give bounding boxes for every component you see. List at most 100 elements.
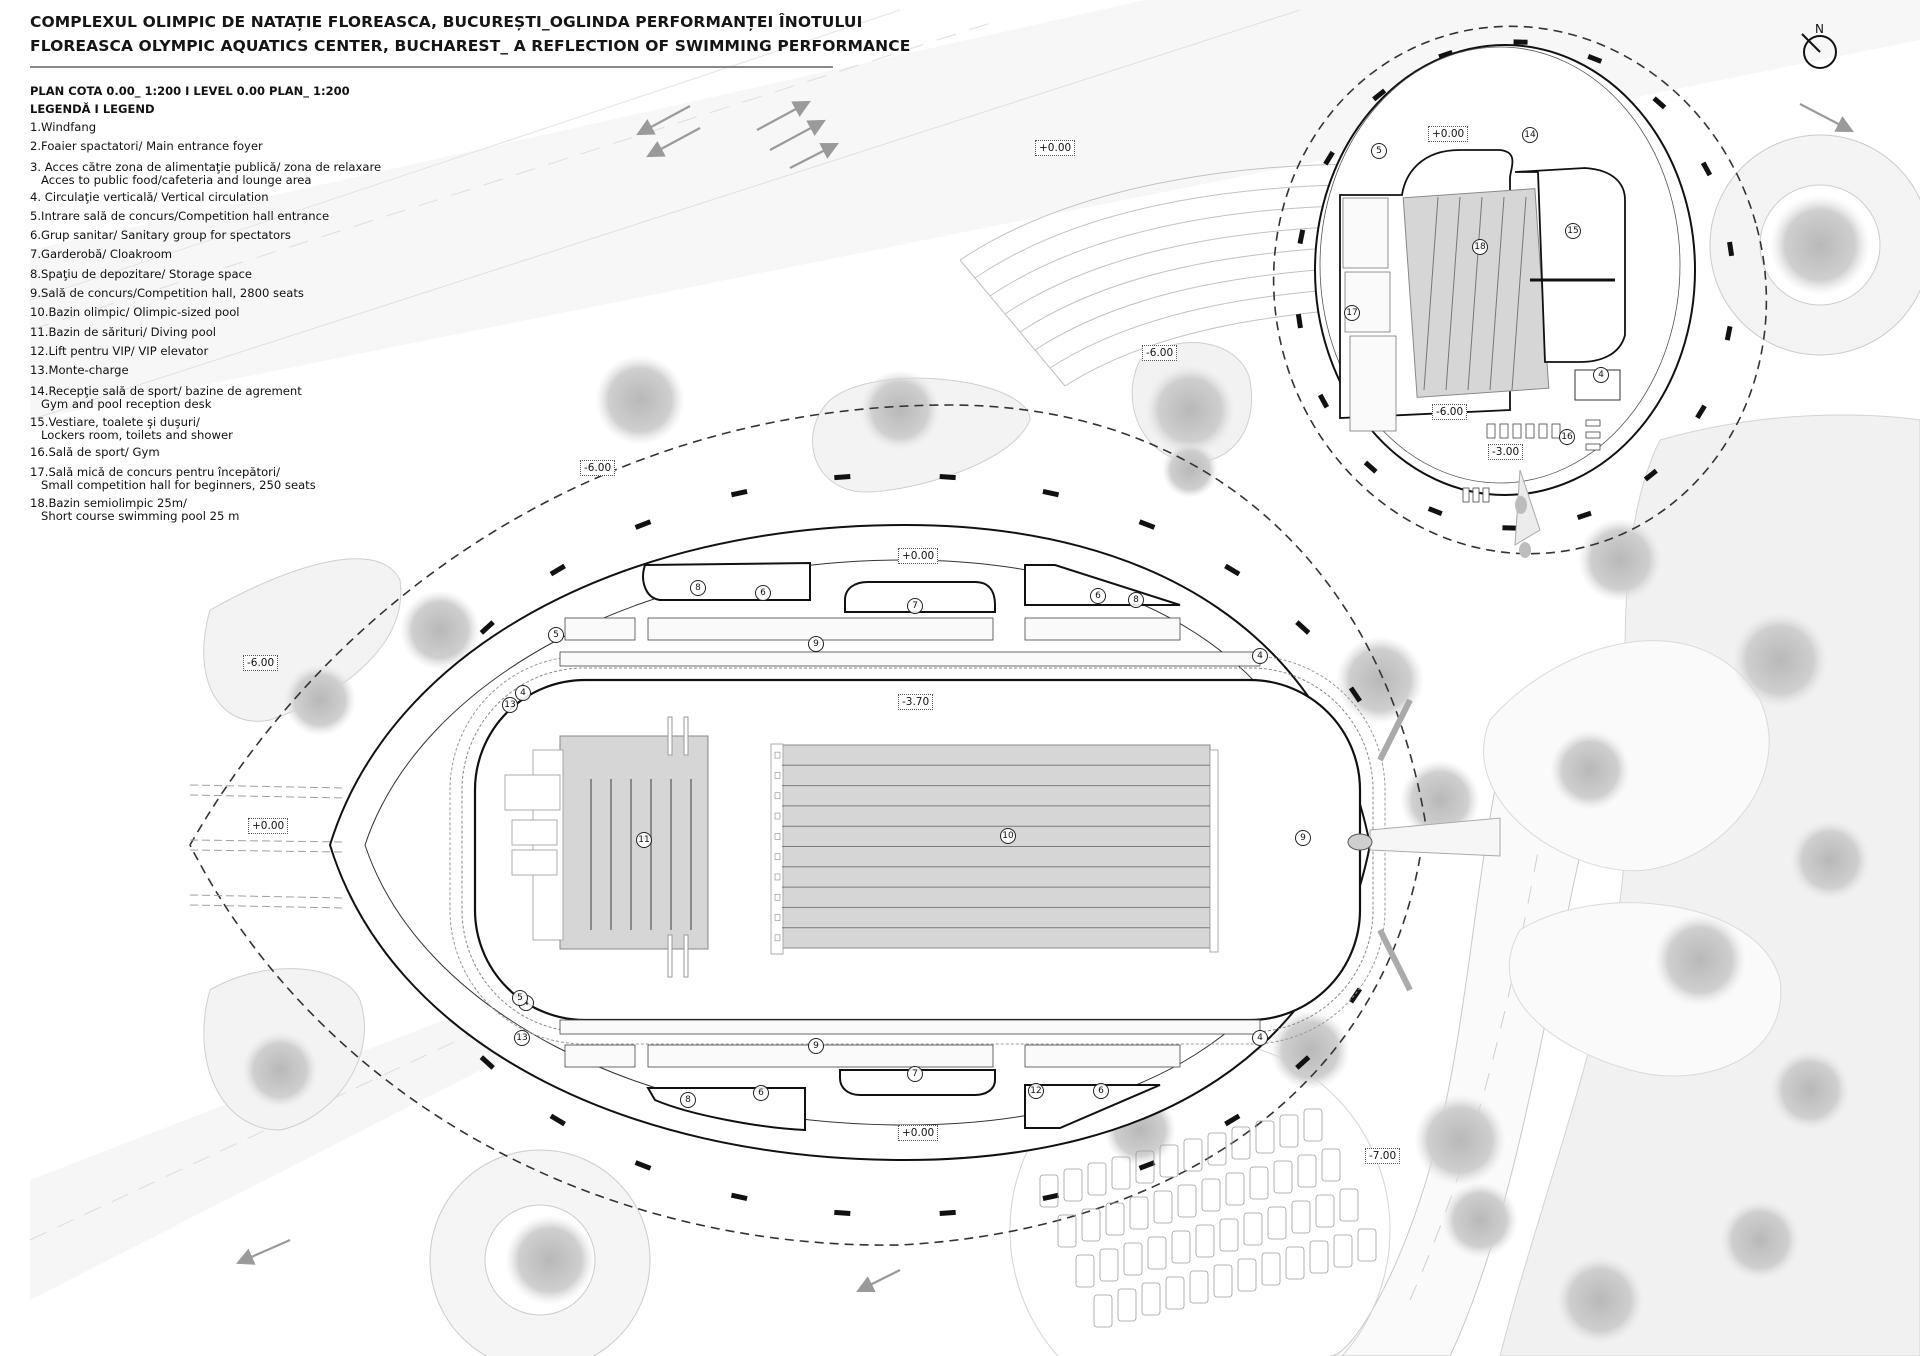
room-number-storage-sw: 8 — [680, 1092, 696, 1108]
legend-item: 18.Bazin semiolimpic 25m/Short course sw… — [30, 495, 840, 524]
gym-equipment — [1462, 419, 1601, 503]
canopy-column — [939, 1209, 956, 1217]
canopy-columns — [428, 473, 1362, 1217]
elevation-west-plaza: +0.00 — [248, 818, 289, 834]
parking-space — [1117, 1288, 1137, 1322]
parking-space — [1279, 1114, 1299, 1148]
plan-caption: PLAN COTA 0.00_ 1:200 I LEVEL 0.00 PLAN_… — [30, 84, 350, 98]
parking-space — [1333, 1234, 1353, 1268]
room-number-hall-south: 9 — [808, 1038, 824, 1054]
legend-item-text: 15.Vestiare, toalete şi duşuri/ — [30, 414, 200, 429]
parking-space — [1237, 1258, 1257, 1292]
canopy-column — [1138, 519, 1156, 530]
parking-space — [1159, 1144, 1179, 1178]
room-number-storage-ne: 8 — [1128, 592, 1144, 608]
legend-item-text: 18.Bazin semiolimpic 25m/ — [30, 495, 187, 510]
lane-lines — [774, 751, 1210, 942]
legend-item: 16.Sală de sport/ Gym — [30, 443, 840, 462]
east-bridge — [1369, 817, 1501, 857]
legend-item-text: 6.Grup sanitar/ Sanitary group for spect… — [30, 228, 291, 243]
legend-item-text: 12.Lift pentru VIP/ VIP elevator — [30, 343, 209, 358]
room-number-reception: 14 — [1522, 127, 1538, 143]
canopy-column — [1372, 88, 1387, 102]
canopy-column — [1224, 563, 1241, 577]
parking-space — [1039, 1174, 1059, 1208]
parking-space — [1261, 1252, 1281, 1286]
legend-item: 4. Circulaţie verticală/ Vertical circul… — [30, 188, 840, 207]
legend-item: 8.Spaţiu de depozitare/ Storage space — [30, 265, 840, 284]
parking-space — [1093, 1294, 1113, 1328]
seating-south — [559, 1019, 1261, 1068]
parking-space — [1309, 1240, 1329, 1274]
parking-space — [1177, 1184, 1197, 1218]
parking-space — [1183, 1138, 1203, 1172]
canopy-column — [834, 1209, 851, 1217]
starting-block — [774, 792, 781, 800]
canopy-column — [1576, 510, 1592, 520]
room-number-vertical-se: 4 — [1252, 1030, 1268, 1046]
room-number-monte-charge-sw: 13 — [514, 1030, 530, 1046]
elevation-small-pool: -6.00 — [1432, 404, 1468, 420]
block-north-cloak — [844, 581, 996, 613]
parking-space — [1315, 1194, 1335, 1228]
legend-item-subtext: Short course swimming pool 25 m — [41, 508, 240, 523]
legend-item: 12.Lift pentru VIP/ VIP elevator — [30, 342, 840, 361]
legend-item-text: 11.Bazin de sărituri/ Diving pool — [30, 324, 217, 339]
parking-space — [1087, 1162, 1107, 1196]
parking-space — [1057, 1214, 1077, 1248]
parking-space — [1063, 1168, 1083, 1202]
block-nw-sanitary — [642, 561, 811, 601]
legend-item-text: 5.Intrare sală de concurs/Competition ha… — [30, 208, 330, 223]
parking-space — [1213, 1264, 1233, 1298]
secondary-canopy-outline — [1272, 25, 1768, 555]
starting-block — [774, 873, 781, 881]
canopy-column — [1363, 460, 1378, 474]
legend-item-text: 2.Foaier spactatori/ Main entrance foyer — [30, 139, 263, 154]
canopy-column — [1652, 96, 1667, 110]
canopy-column — [730, 1192, 748, 1202]
parking-space — [1231, 1126, 1251, 1160]
elevation-road-se: -7.00 — [1365, 1148, 1401, 1164]
room-number-sanitary-nw: 6 — [755, 585, 771, 601]
parking-space — [1339, 1188, 1359, 1222]
elevation-pool-deck: -3.70 — [898, 694, 934, 710]
canopy-column — [1513, 39, 1528, 45]
room-number-hall-east: 9 — [1295, 830, 1311, 846]
starting-block — [774, 833, 781, 840]
parking-space — [1303, 1108, 1323, 1142]
legend-item-subtext: Small competition hall for beginners, 25… — [41, 477, 316, 492]
parking-space — [1165, 1276, 1185, 1310]
parking-space — [1147, 1236, 1167, 1270]
parking-space — [1171, 1230, 1191, 1264]
north-arrow-icon — [1801, 33, 1837, 69]
legend-item-text: 13.Monte-charge — [30, 363, 129, 378]
legend-item-text: 3. Acces către zona de alimentaţie publi… — [30, 159, 382, 174]
legend-item: 6.Grup sanitar/ Sanitary group for spect… — [30, 226, 840, 245]
starting-block — [774, 812, 781, 820]
starting-block — [774, 934, 781, 942]
main-aquatics-building — [189, 404, 1501, 1246]
canopy-column — [634, 1160, 652, 1171]
elevation-garden-w: -6.00 — [243, 655, 279, 671]
elevation-gym: -3.00 — [1488, 444, 1524, 460]
lane-line — [1467, 196, 1483, 391]
room-number-olympic-pool: 10 — [1000, 828, 1016, 844]
block-se-sanitary — [1024, 1084, 1161, 1129]
lockers-block — [1514, 167, 1626, 363]
starting-block — [774, 853, 781, 860]
vegetation — [203, 195, 1920, 1356]
road-southeast — [1329, 719, 1621, 1356]
legend-item: 1.Windfang — [30, 118, 840, 137]
parking-space — [1123, 1242, 1143, 1276]
room-number-gym: 16 — [1559, 429, 1575, 445]
garden-w — [203, 558, 402, 722]
block-south-cloak — [839, 1069, 996, 1096]
parking-space — [1297, 1154, 1317, 1188]
room-number-small-entrance: 5 — [1371, 143, 1387, 159]
legend-item: 13.Monte-charge — [30, 361, 840, 380]
canopy-column — [939, 473, 956, 481]
lane-line — [1511, 196, 1527, 391]
parking-space — [1111, 1156, 1131, 1190]
elevation-north-foyer: +0.00 — [898, 548, 939, 564]
title-english: FLOREASCA OLYMPIC AQUATICS CENTER, BUCHA… — [30, 37, 911, 55]
